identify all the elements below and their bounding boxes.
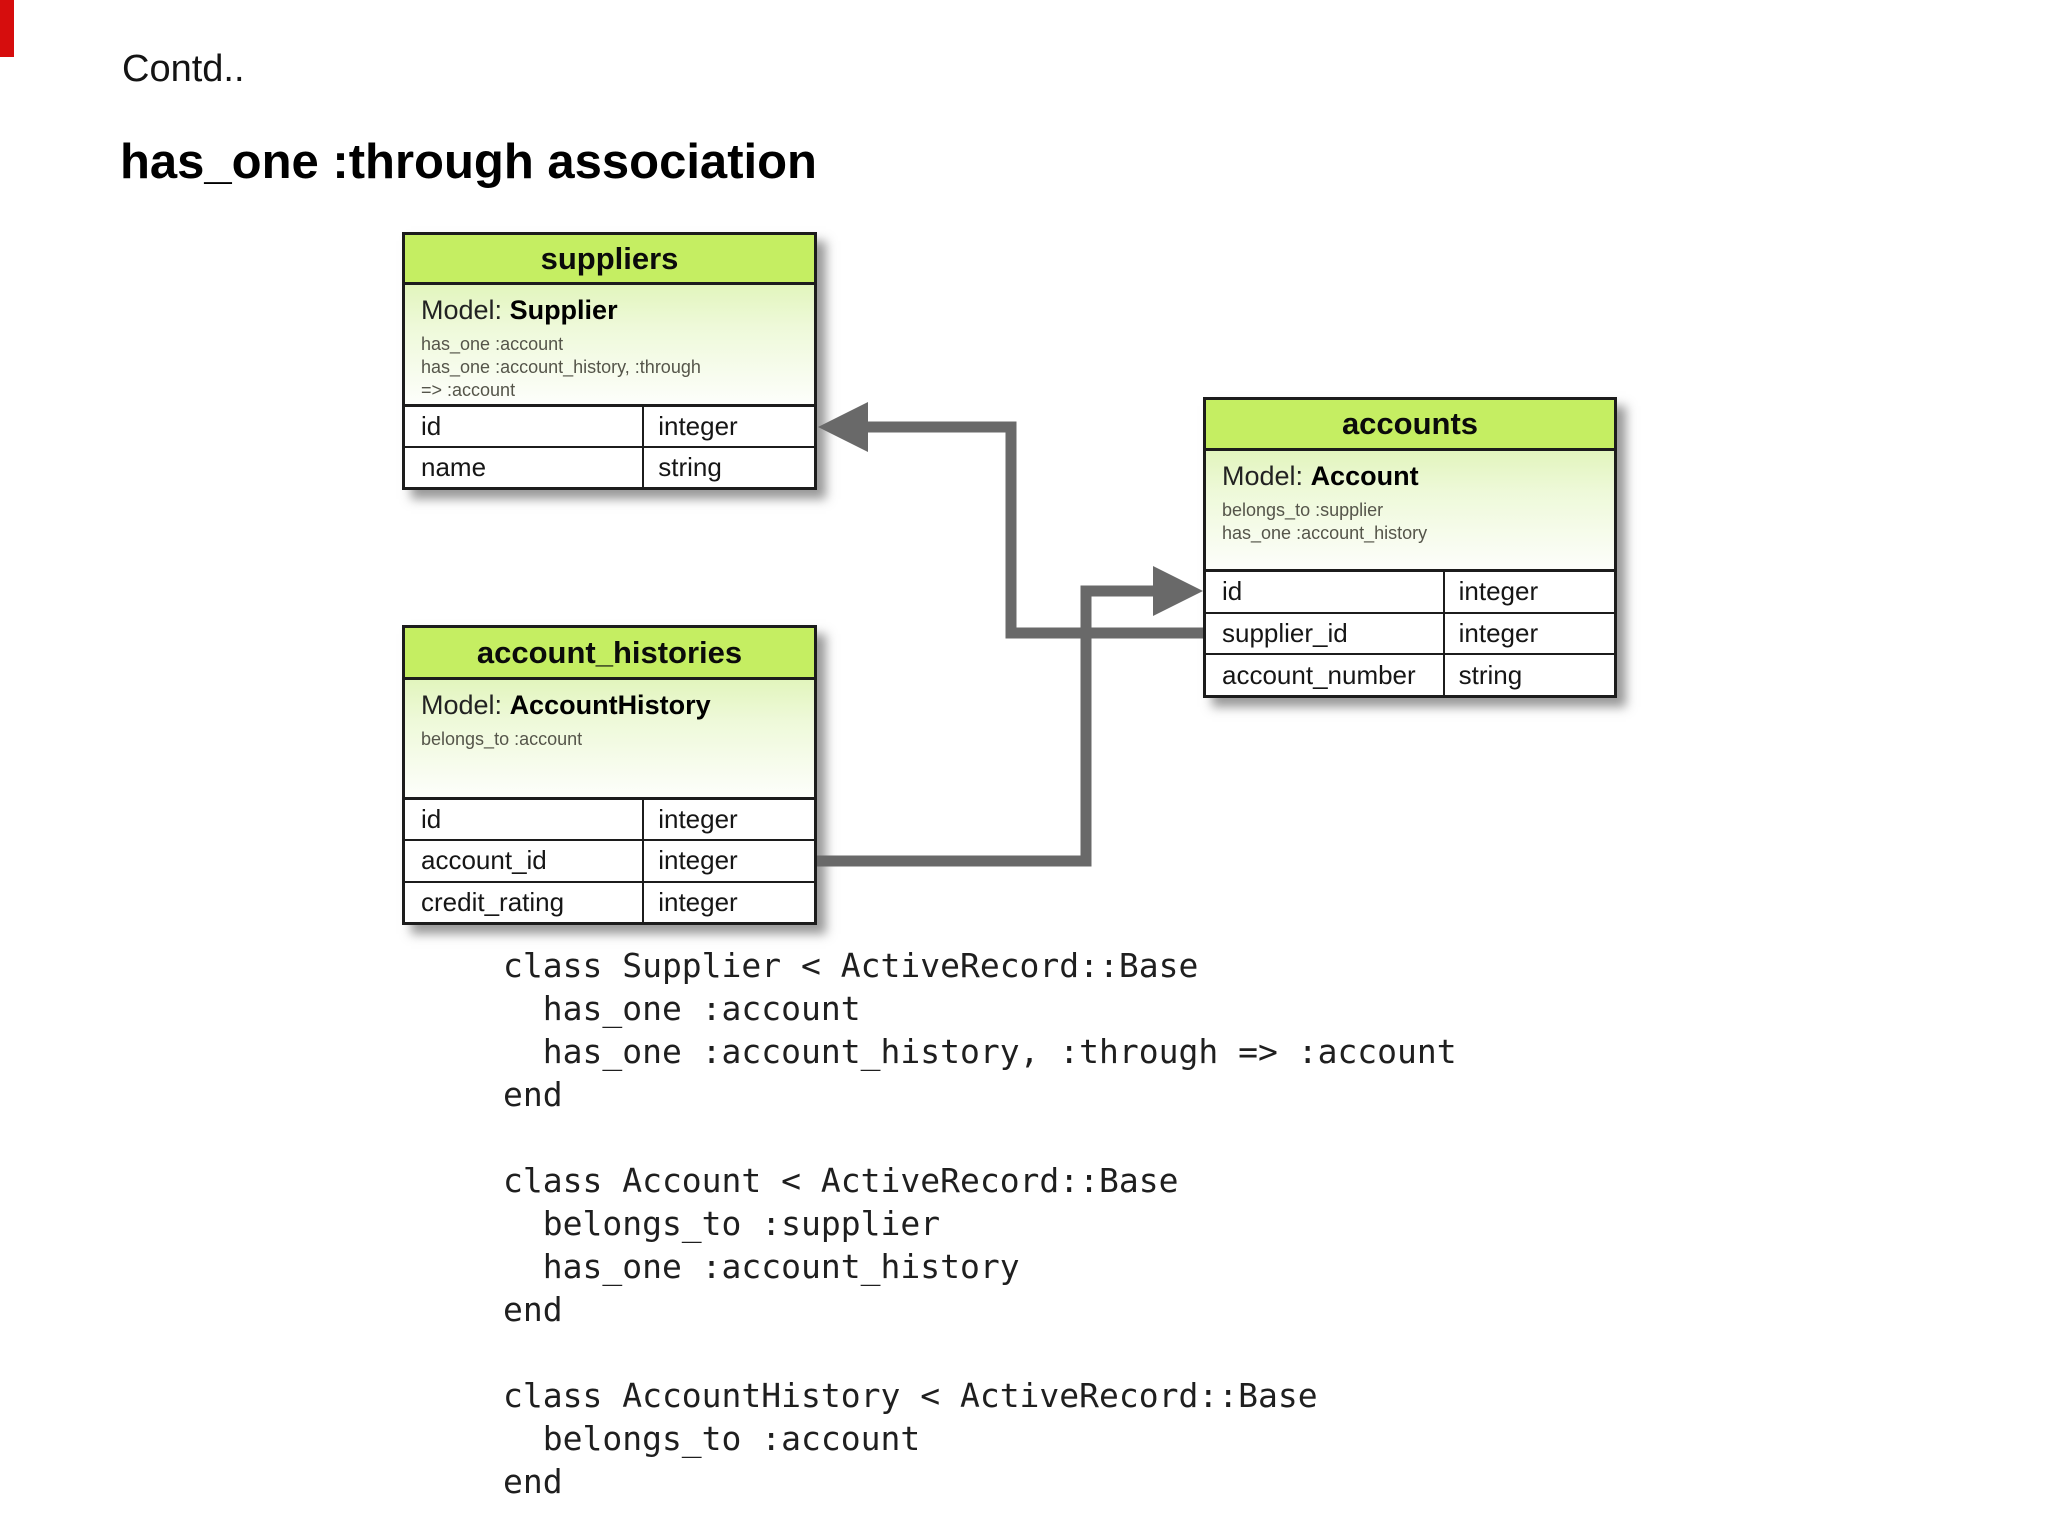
field-rows: id integer name string <box>405 407 814 487</box>
table-row: id integer <box>405 407 814 448</box>
code-line: end <box>503 1290 563 1329</box>
model-name: Account <box>1310 461 1419 491</box>
table-account-histories-model-section: Model: AccountHistory belongs_to :accoun… <box>405 680 814 800</box>
code-line <box>503 1116 1457 1159</box>
arrowhead-left-icon <box>818 402 868 452</box>
field-name: credit_rating <box>421 886 565 917</box>
code-line: belongs_to :supplier <box>503 1204 941 1243</box>
arrowhead-right-icon <box>1153 566 1203 616</box>
association-line: has_one :account <box>421 334 564 354</box>
table-row: account_number string <box>1206 655 1614 696</box>
model-label: Model: <box>421 690 503 720</box>
model-name: Supplier <box>509 295 618 325</box>
table-row: account_id integer <box>405 841 814 883</box>
code-block: class Supplier < ActiveRecord::Base has_… <box>503 944 1457 1503</box>
association-line: has_one :account_history <box>1222 523 1428 543</box>
association-line: belongs_to :supplier <box>1222 500 1384 520</box>
table-accounts: accounts Model: Account belongs_to :supp… <box>1203 397 1617 698</box>
table-account-histories-title: account_histories <box>405 628 814 680</box>
table-accounts-title: accounts <box>1206 400 1614 451</box>
field-rows: id integer account_id integer credit_rat… <box>405 800 814 922</box>
red-corner-accent <box>0 0 14 57</box>
model-name: AccountHistory <box>509 690 711 720</box>
code-line: class AccountHistory < ActiveRecord::Bas… <box>503 1376 1318 1415</box>
table-suppliers: suppliers Model: Supplier has_one :accou… <box>402 232 817 490</box>
code-line: belongs_to :account <box>503 1419 921 1458</box>
field-name: name <box>421 452 487 482</box>
code-line: end <box>503 1075 563 1114</box>
code-line: class Supplier < ActiveRecord::Base <box>503 946 1199 985</box>
field-type: integer <box>642 407 814 446</box>
table-row: name string <box>405 448 814 487</box>
code-line <box>503 1331 1457 1374</box>
table-row: supplier_id integer <box>1206 613 1614 656</box>
code-line: end <box>503 1462 563 1501</box>
field-type: integer <box>1442 572 1614 612</box>
connector-histories-to-accounts <box>817 566 1203 867</box>
field-type: integer <box>642 841 814 881</box>
field-name: id <box>421 411 442 441</box>
model-label: Model: <box>421 295 503 325</box>
model-line: Model: AccountHistory <box>421 690 806 721</box>
code-line: has_one :account_history, :through => :a… <box>503 1032 1457 1071</box>
code-line: has_one :account_history <box>503 1247 1020 1286</box>
model-line: Model: Account <box>1222 461 1606 492</box>
field-name: account_id <box>421 845 547 876</box>
table-account-histories: account_histories Model: AccountHistory … <box>402 625 817 925</box>
field-name: supplier_id <box>1222 618 1348 648</box>
code-line: has_one :account <box>503 989 861 1028</box>
field-type: integer <box>642 800 814 840</box>
field-name: account_number <box>1222 659 1416 690</box>
field-type: string <box>642 448 814 487</box>
field-name: id <box>421 804 442 835</box>
table-row: credit_rating integer <box>405 882 814 922</box>
table-suppliers-model-section: Model: Supplier has_one :account has_one… <box>405 285 814 407</box>
page-title: has_one :through association <box>120 135 817 189</box>
table-row: id integer <box>1206 572 1614 614</box>
contd-label: Contd.. <box>122 48 245 90</box>
association-line: => :account <box>421 380 516 400</box>
model-label: Model: <box>1222 461 1304 491</box>
association-line: has_one :account_history, :through <box>421 357 701 377</box>
field-rows: id integer supplier_id integer account_n… <box>1206 572 1614 696</box>
model-line: Model: Supplier <box>421 295 806 326</box>
code-line: class Account < ActiveRecord::Base <box>503 1161 1179 1200</box>
table-suppliers-title: suppliers <box>405 235 814 285</box>
table-accounts-model-section: Model: Account belongs_to :supplier has_… <box>1206 451 1614 572</box>
table-row: id integer <box>405 800 814 842</box>
field-name: id <box>1222 576 1243 607</box>
connector-accounts-to-suppliers <box>818 402 1203 639</box>
association-line: belongs_to :account <box>421 729 583 749</box>
field-type: integer <box>642 882 814 922</box>
field-type: string <box>1442 655 1614 696</box>
field-type: integer <box>1442 613 1614 654</box>
